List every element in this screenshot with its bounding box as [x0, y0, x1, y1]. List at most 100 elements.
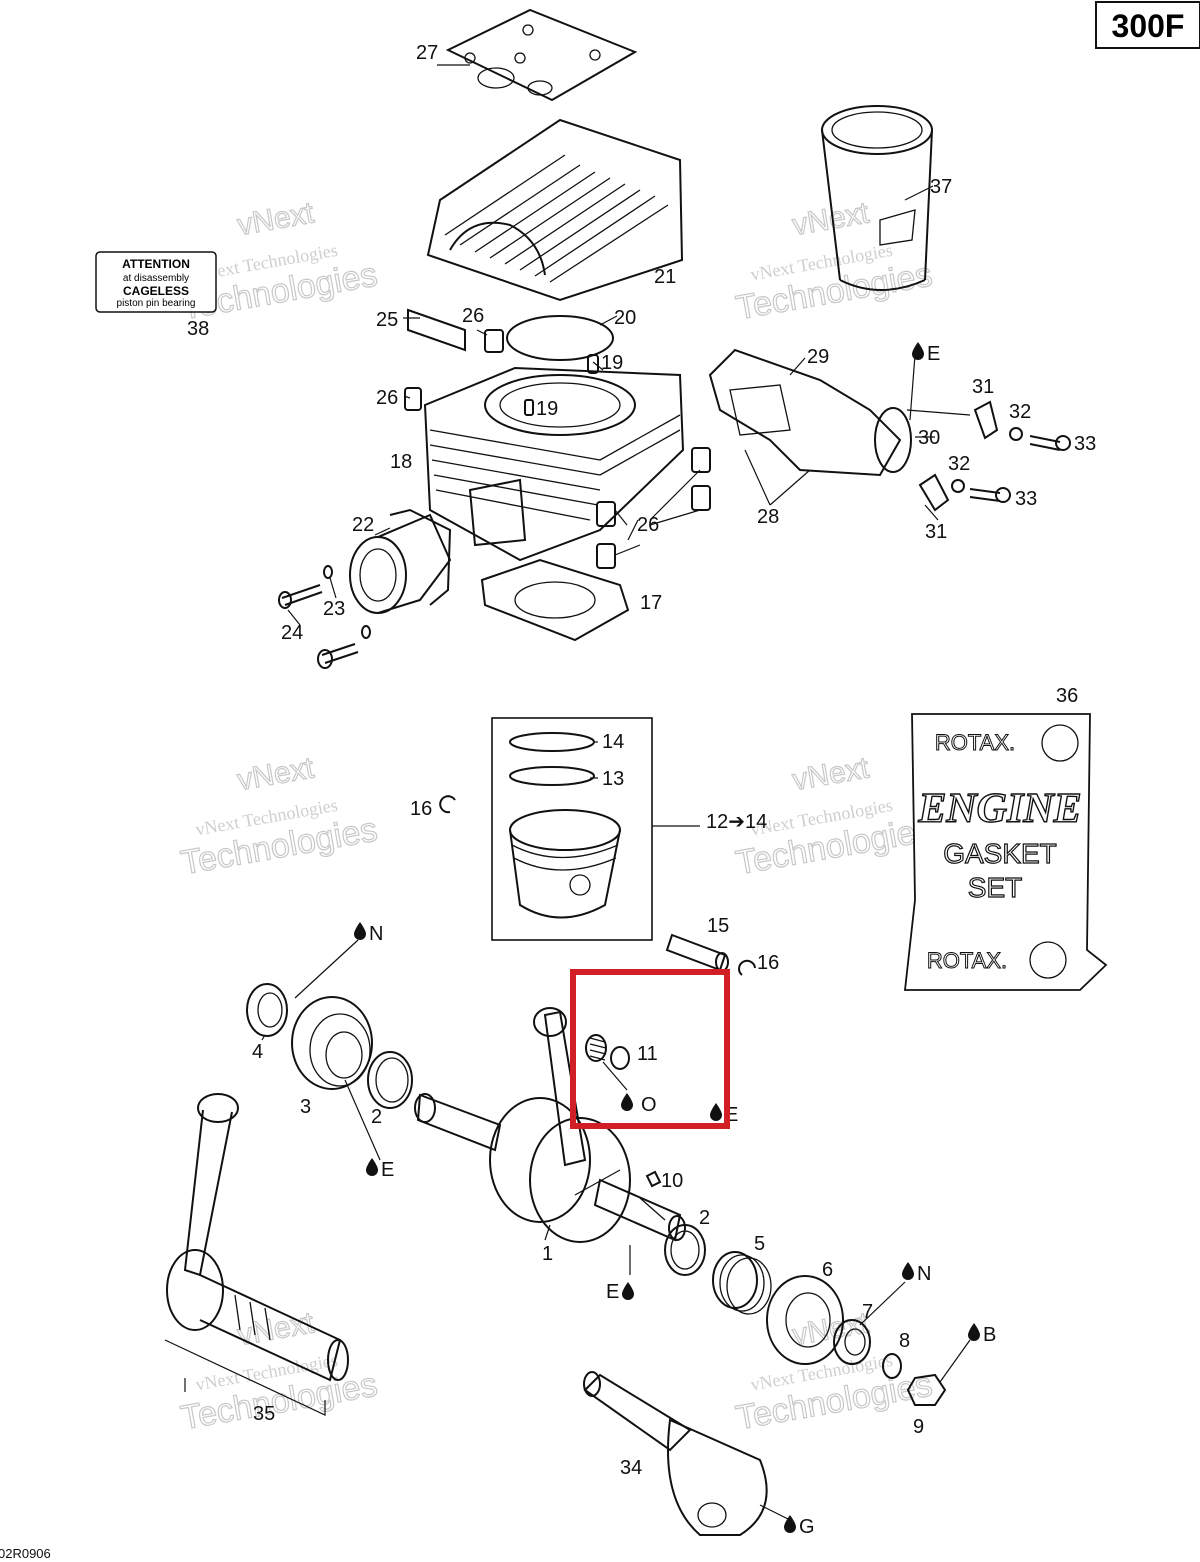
part-31-32-33-fasteners — [918, 400, 1071, 512]
part-7-seal-right — [833, 1319, 871, 1365]
part-36-gasket-set: ROTAX. ENGINE GASKET SET ROTAX. — [903, 713, 1108, 991]
svg-text:vNext: vNext — [235, 196, 317, 242]
callout-10: 10 — [661, 1170, 683, 1192]
part-26-damper-left — [404, 387, 422, 411]
svg-text:N: N — [369, 923, 383, 945]
svg-text:E: E — [381, 1159, 394, 1181]
oil-drop-icon — [621, 1093, 633, 1111]
callout-38: 38 — [187, 318, 209, 340]
part-11-needle-bearing — [585, 1034, 630, 1070]
gasket-brand-bottom: ROTAX. — [927, 948, 1007, 973]
callout-numbers: 1 2 2 3 4 5 6 7 8 9 10 11 12➔14 13 14 15… — [187, 42, 1096, 1479]
watermark-mid-left: vNext vNext Technologies Technologies — [177, 751, 380, 883]
callout-19-top: 19 — [601, 352, 623, 374]
callout-17: 17 — [640, 592, 662, 614]
oil-drop-icon — [912, 342, 924, 360]
part-2-ring-left — [367, 1051, 413, 1109]
oil-drop-icon — [710, 1103, 722, 1121]
callout-32-bottom: 32 — [948, 453, 970, 475]
oil-drop-icon — [968, 1323, 980, 1341]
svg-text:vNext: vNext — [235, 1306, 317, 1352]
part-23-24-fasteners — [278, 565, 371, 669]
leader-lines — [261, 64, 971, 1521]
oil-drop-icon — [784, 1515, 796, 1533]
lube-g-bottom: G — [784, 1515, 815, 1538]
part-12-14-piston-kit — [491, 717, 700, 941]
callout-6: 6 — [822, 1259, 833, 1281]
callout-4: 4 — [252, 1041, 263, 1063]
part-1-crankshaft — [414, 1007, 686, 1243]
callout-2-left: 2 — [371, 1106, 382, 1128]
callout-14: 14 — [602, 731, 624, 753]
part-9-nut — [906, 1373, 947, 1406]
part-37-sleeve — [821, 105, 933, 291]
part-35-rod-assembly — [164, 1093, 349, 1416]
callout-3: 3 — [300, 1096, 311, 1118]
callout-35: 35 — [253, 1403, 275, 1425]
lube-e-crank: E — [606, 1281, 634, 1303]
callout-18: 18 — [390, 451, 412, 473]
callout-5: 5 — [754, 1233, 765, 1255]
attention-line-4: piston pin bearing — [117, 298, 196, 309]
callout-27: 27 — [416, 42, 438, 64]
part-26-damper-top — [484, 329, 504, 353]
svg-text:vNext: vNext — [790, 1306, 872, 1352]
part-27-gasket — [445, 8, 638, 102]
svg-text:O: O — [641, 1094, 657, 1116]
svg-text:B: B — [983, 1324, 996, 1346]
part-25-reed — [407, 308, 466, 352]
part-4-seal — [246, 983, 288, 1037]
svg-text:N: N — [917, 1263, 931, 1285]
callout-30: 30 — [918, 427, 940, 449]
callout-21: 21 — [654, 266, 676, 288]
attention-line-3: CAGELESS — [123, 284, 189, 298]
callout-26-left: 26 — [376, 387, 398, 409]
callout-28: 28 — [757, 506, 779, 528]
svg-text:vNext: vNext — [235, 751, 317, 797]
lube-e-top: E — [912, 342, 940, 365]
part-22-manifold — [349, 508, 452, 614]
callout-29: 29 — [807, 346, 829, 368]
callout-16-left: 16 — [410, 798, 432, 820]
callout-31-bottom: 31 — [925, 521, 947, 543]
part-10-key — [645, 1170, 662, 1188]
callout-7: 7 — [862, 1301, 873, 1323]
callout-12-14: 12➔14 — [706, 811, 767, 833]
callout-20: 20 — [614, 307, 636, 329]
gasket-gasket: GASKET — [943, 838, 1057, 869]
part-15-piston-pin — [665, 933, 729, 972]
part-26-dampers-right — [596, 447, 711, 569]
callout-13: 13 — [602, 768, 624, 790]
part-2-ring-right — [664, 1224, 706, 1276]
part-29-intake — [708, 348, 912, 477]
part-5-spring — [712, 1251, 772, 1315]
gasket-brand-top: ROTAX. — [935, 730, 1015, 755]
callout-31-top: 31 — [972, 376, 994, 398]
lube-e-left: E — [366, 1158, 394, 1181]
callout-25: 25 — [376, 309, 398, 331]
callout-24: 24 — [281, 622, 303, 644]
lubricant-codes: E N E O E E N B — [354, 342, 996, 1538]
callout-8: 8 — [899, 1330, 910, 1352]
lube-n-right: N — [902, 1262, 931, 1285]
part-34-crank-half — [583, 1371, 768, 1536]
svg-text:E: E — [927, 343, 940, 365]
svg-text:vNext: vNext — [790, 751, 872, 797]
callout-33-top: 33 — [1074, 433, 1096, 455]
part-6-bearing-right — [766, 1275, 844, 1365]
callout-32-top: 32 — [1009, 401, 1031, 423]
lube-n-left: N — [354, 922, 383, 945]
callout-26-top: 26 — [462, 305, 484, 327]
highlight-box — [570, 969, 730, 1129]
callout-11: 11 — [637, 1043, 658, 1065]
part-3-bearing — [291, 996, 373, 1090]
callout-9: 9 — [913, 1416, 924, 1438]
watermark-top-right: vNext vNext Technologies Technologies — [732, 196, 935, 328]
diagram-code: 300F — [1112, 8, 1185, 44]
part-8-washer — [882, 1353, 902, 1379]
callout-1: 1 — [542, 1243, 553, 1265]
oil-drop-icon — [366, 1158, 378, 1176]
part-19-dowel-top — [587, 354, 599, 374]
callout-19-inner: 19 — [536, 398, 558, 420]
